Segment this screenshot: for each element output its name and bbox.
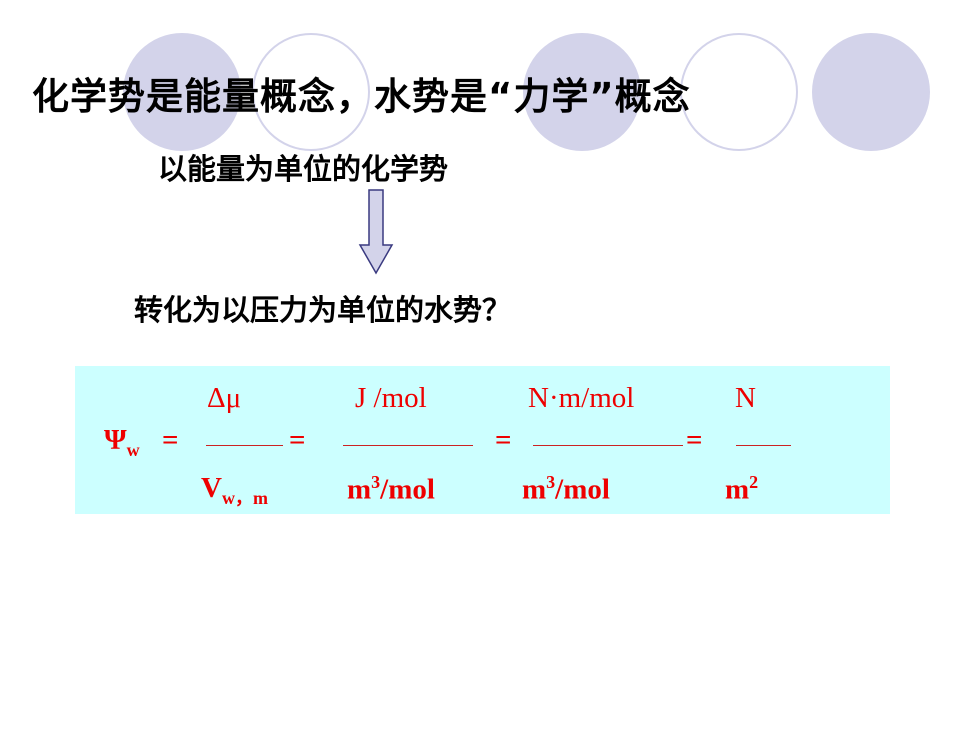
psi-symbol: Ψw [104,424,140,460]
equals-sign-2: = [289,424,306,456]
numerator-newton-meter-per-mol: N·m/mol [528,382,635,414]
numerator-delta-mu: Δμ [207,382,242,414]
decor-circle-1 [123,33,241,151]
equals-sign-1: = [162,424,179,456]
denominator-m3-per-mol-2: m3/mol [522,472,610,506]
numerator-newton: N [735,382,756,414]
denominator-m3-per-mol-1: m3/mol [347,472,435,506]
denominator-m2: m2 [725,472,759,506]
question-text: 转化为以压力为单位的水势？ [134,293,512,327]
denominator-molar-volume: Vw，m [201,472,268,508]
equals-sign-3: = [495,424,512,456]
decor-circle-2 [252,33,370,151]
equals-sign-4: = [686,424,703,456]
decor-circle-4 [680,33,798,151]
decor-circle-5 [812,33,930,151]
numerator-joule-per-mol: J /mol [355,382,427,414]
down-arrow-icon [358,189,394,275]
slide-subtitle: 以能量为单位的化学势 [158,152,449,186]
fraction-line-3 [533,445,683,446]
slide-title: 化学势是能量概念，水势是“力学”概念 [32,75,691,118]
fraction-line-2 [343,445,473,446]
fraction-line-1 [206,445,283,446]
fraction-line-4 [736,445,791,446]
decor-circle-3 [523,33,641,151]
formula-box: Ψw = Δμ Vw，m = J /mol m3/mol = N·m/mol m… [75,366,890,514]
